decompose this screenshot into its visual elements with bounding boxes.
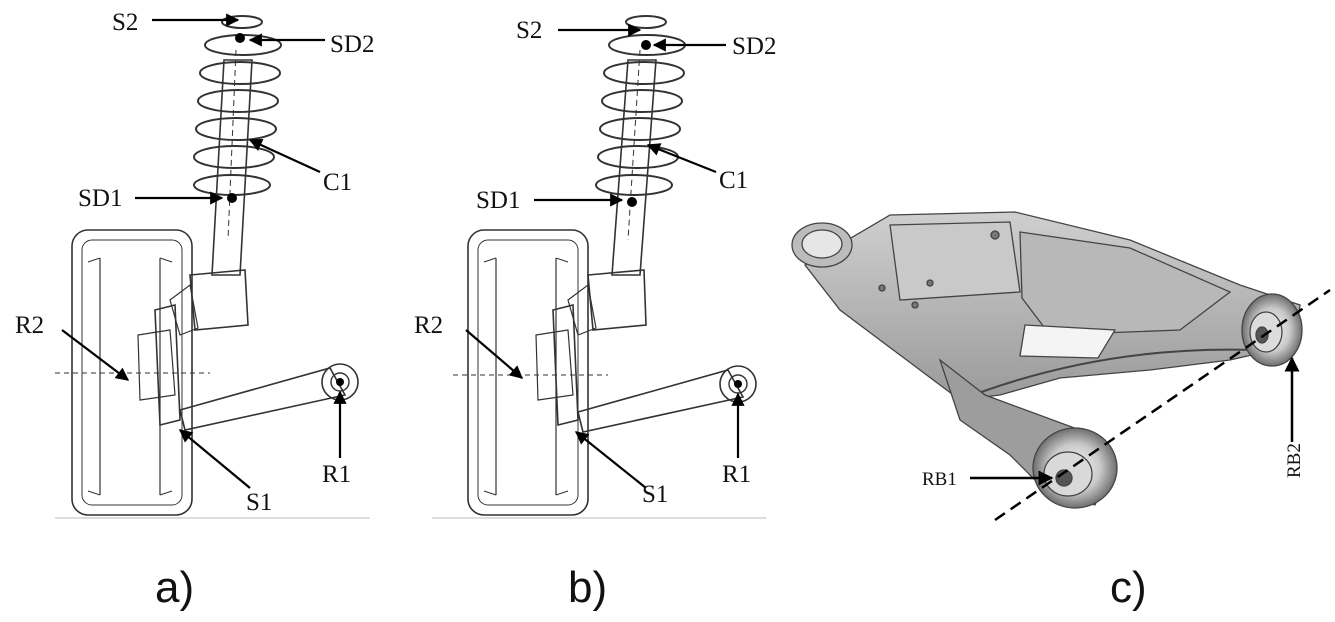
label-r2: R2: [414, 312, 443, 339]
label-rb2: RB2: [1284, 443, 1305, 478]
label-sd2: SD2: [330, 31, 374, 58]
label-r2: R2: [15, 312, 44, 339]
control-arm-3d: [791, 211, 1303, 509]
panel-c: RB1 RB2 c): [791, 211, 1331, 612]
panel-caption: c): [1110, 563, 1147, 612]
lower-control-arm: [179, 367, 347, 431]
label-rb1: RB1: [922, 469, 957, 490]
label-c1: C1: [323, 169, 352, 196]
label-s1: S1: [246, 489, 272, 516]
label-c1: C1: [719, 167, 748, 194]
panel-caption: a): [155, 563, 194, 612]
panel-a: S2 SD2 C1 SD1 R2 S1 R1 a): [15, 9, 374, 612]
label-s2: S2: [112, 9, 138, 36]
suspension-assembly-drawing: [432, 15, 766, 519]
suspension-assembly-drawing: [55, 15, 370, 519]
label-r1: R1: [322, 461, 351, 488]
panel-caption: b): [568, 563, 607, 612]
label-r1: R1: [722, 461, 751, 488]
label-sd2: SD2: [732, 33, 776, 60]
coil-spring: [193, 15, 282, 196]
label-sd1: SD1: [476, 187, 520, 214]
wheel-rim: [467, 229, 589, 516]
label-sd1: SD1: [78, 185, 122, 212]
label-s2: S2: [516, 17, 542, 44]
lower-control-arm: [577, 369, 745, 433]
panel-b: S2 SD2 C1 SD1 R2 S1 R1 b): [414, 15, 776, 612]
coil-spring: [595, 15, 686, 196]
label-s1: S1: [642, 481, 668, 508]
